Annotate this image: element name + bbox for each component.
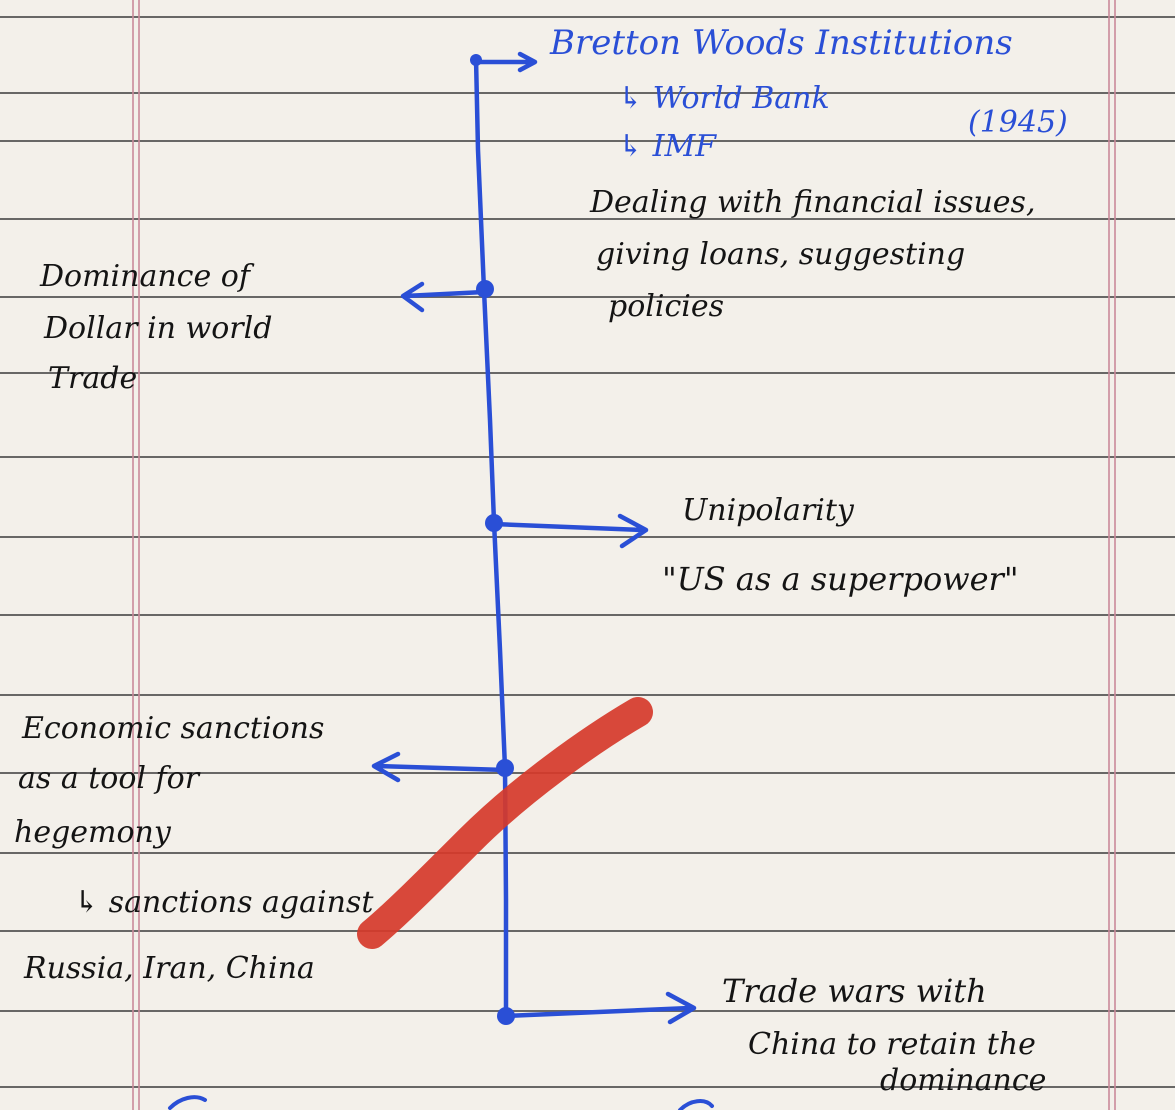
ruled-line xyxy=(0,1086,1175,1088)
red-marker-stroke xyxy=(357,697,653,949)
left-margin-line xyxy=(132,0,134,1110)
ruled-line xyxy=(0,614,1175,616)
imf-item: ↳ IMF xyxy=(618,129,717,164)
sanctions-against-label: ↳ sanctions against xyxy=(74,885,374,920)
sanctions-line: hegemony xyxy=(14,815,171,850)
superpower-label: "US as a superpower" xyxy=(662,560,1019,598)
timeline-node xyxy=(496,759,514,777)
dollar-dominance-line: Dominance of xyxy=(40,259,250,294)
timeline-node xyxy=(476,280,494,298)
arrow-trade-wars xyxy=(503,991,697,1025)
sanctioned-countries: Russia, Iran, China xyxy=(24,951,315,986)
arrow-bretton-woods xyxy=(473,51,538,73)
arrow-unipolarity xyxy=(491,513,649,549)
ruled-line xyxy=(0,536,1175,538)
arrow-dollar-dominance xyxy=(400,281,487,313)
timeline-spine xyxy=(473,55,509,1019)
ruled-line xyxy=(0,456,1175,458)
financial-note-line: policies xyxy=(608,289,725,324)
ruled-line xyxy=(0,296,1175,298)
timeline-node xyxy=(470,54,482,66)
trade-wars-line: dominance xyxy=(880,1063,1047,1098)
trade-wars-line: Trade wars with xyxy=(722,972,987,1010)
right-margin-line xyxy=(1114,0,1116,1110)
ruled-line xyxy=(0,772,1175,774)
sanctions-line: Economic sanctions xyxy=(22,711,325,746)
ruled-line xyxy=(0,16,1175,18)
ruled-line xyxy=(0,372,1175,374)
ruled-line xyxy=(0,140,1175,142)
ruled-line xyxy=(0,218,1175,220)
timeline-node xyxy=(485,514,503,532)
ruled-line xyxy=(0,694,1175,696)
timeline-node xyxy=(497,1007,515,1025)
ruled-line xyxy=(0,930,1175,932)
arrow-economic-sanctions xyxy=(371,751,508,783)
ruled-line xyxy=(0,852,1175,854)
world-bank-item: ↳ World Bank xyxy=(618,81,830,116)
financial-note-line: Dealing with financial issues, xyxy=(590,185,1036,220)
cut-off-scribble xyxy=(168,1095,714,1110)
sanctions-line: as a tool for xyxy=(18,761,200,796)
year-label: (1945) xyxy=(968,105,1068,140)
unipolarity-label: Unipolarity xyxy=(682,493,854,528)
trade-wars-line: China to retain the xyxy=(748,1027,1036,1062)
left-margin-line xyxy=(138,0,140,1110)
dollar-dominance-line: Dollar in world xyxy=(44,311,273,346)
bretton-woods-heading: Bretton Woods Institutions xyxy=(550,23,1013,63)
right-margin-line xyxy=(1108,0,1110,1110)
dollar-dominance-line: Trade xyxy=(48,361,138,396)
ruled-line xyxy=(0,92,1175,94)
financial-note-line: giving loans, suggesting xyxy=(596,237,966,272)
